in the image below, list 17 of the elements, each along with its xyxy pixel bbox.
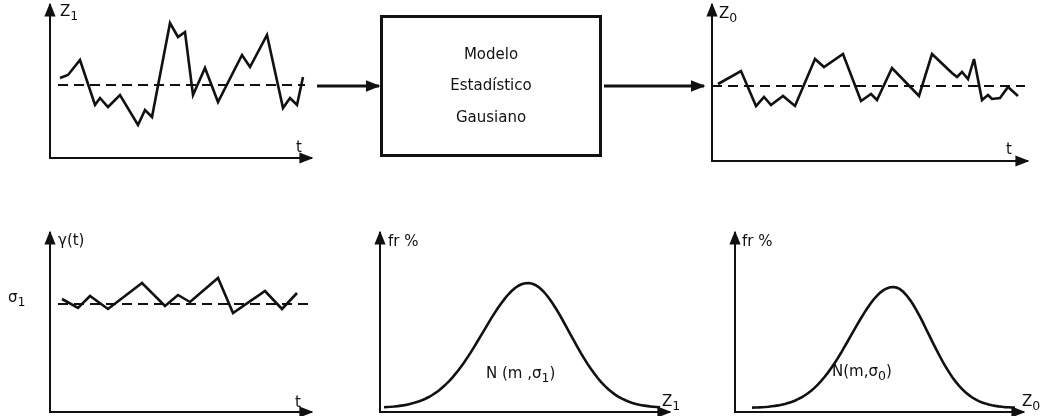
axis-label: Z$_{0}$ — [719, 6, 738, 25]
axis-label: Z$_{0}$ — [1022, 394, 1041, 413]
axis-label: t — [295, 395, 301, 410]
axis-label: N (m ,σ$_{1}$) — [486, 366, 556, 385]
axis-label: γ(t) — [58, 233, 85, 248]
process-box — [380, 15, 602, 157]
arrow — [604, 80, 706, 92]
box-label: Modelo Estadístico Gausiano — [450, 43, 532, 128]
axis-label: fr % — [388, 234, 419, 249]
axis-label: σ$_{1}$ — [8, 290, 26, 309]
axis-label: Z$_{1}$ — [60, 4, 79, 23]
axis-label: t — [1006, 142, 1012, 157]
axis-label: N(m,σ$_{0}$) — [832, 364, 892, 383]
arrow — [317, 80, 381, 92]
axis-label: fr % — [742, 234, 773, 249]
axis-label: t — [296, 140, 302, 155]
axis-label: Z$_{1}$ — [662, 394, 681, 413]
